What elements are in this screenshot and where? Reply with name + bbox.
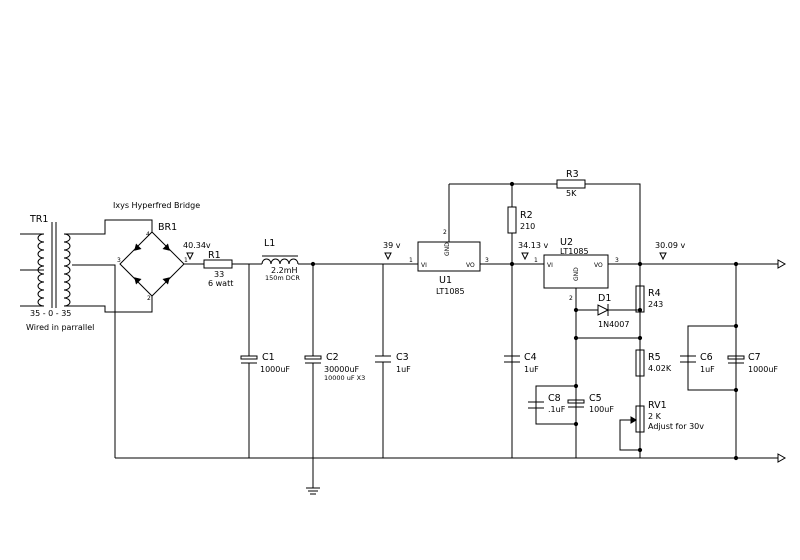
- u2-vi: VI: [547, 262, 553, 269]
- br1-pin1: 1: [184, 257, 188, 264]
- u1-ref: U1: [439, 275, 452, 286]
- tr1-value: 35 - 0 - 35: [30, 309, 71, 318]
- c1-value: 1000uF: [260, 365, 290, 374]
- voltage-30-09: 30.09 v: [655, 241, 685, 250]
- c6-value: 1uF: [700, 365, 715, 374]
- d1-value: 1N4007: [598, 320, 629, 329]
- rv1-note: Adjust for 30v: [648, 422, 704, 431]
- c2-value: 30000uF: [324, 365, 360, 374]
- r1-value2: 6 watt: [208, 279, 233, 288]
- capacitor-c5: C5 100uF: [567, 393, 614, 414]
- r5-value: 4.02K: [648, 364, 672, 373]
- u2-vo: VO: [594, 262, 603, 269]
- br1-pin2: 2: [147, 295, 151, 302]
- c1-ref: C1: [262, 352, 275, 363]
- capacitor-c4: C4 1uF: [504, 352, 539, 374]
- c5-ref: C5: [589, 393, 602, 404]
- d1-ref: D1: [598, 293, 611, 304]
- bridge-title: Ixys Hyperfred Bridge: [113, 201, 200, 210]
- br1-pin3: 3: [117, 257, 121, 264]
- capacitor-c8: C8 .1uF: [528, 393, 566, 414]
- u1-pin1: 1: [409, 257, 413, 264]
- r2-ref: R2: [520, 210, 533, 221]
- rv1-ref: RV1: [648, 400, 667, 411]
- tr1-ref: TR1: [29, 214, 48, 225]
- potentiometer-rv1: RV1 2 K Adjust for 30v: [619, 400, 704, 453]
- r1-value: 33: [214, 270, 224, 279]
- c3-ref: C3: [396, 352, 409, 363]
- u1-gnd: GND: [444, 242, 451, 256]
- resistor-r4: R4 243: [635, 285, 663, 313]
- u1-pin3: 3: [485, 257, 489, 264]
- capacitor-c1: C1 1000uF: [240, 264, 290, 458]
- resistor-r3: R3 5K: [556, 169, 586, 198]
- c6-ref: C6: [700, 352, 713, 363]
- c2-value2: 10000 uF X3: [324, 374, 365, 382]
- l1-value2: 150m DCR: [265, 274, 300, 282]
- c5-value: 100uF: [589, 405, 614, 414]
- u2-pin3: 3: [615, 257, 619, 264]
- r4-ref: R4: [648, 288, 661, 299]
- l1-value: 2.2mH: [271, 266, 298, 275]
- r5-ref: R5: [648, 352, 661, 363]
- bridge-br1: Ixys Hyperfred Bridge BR1 4 3 1 2: [113, 201, 200, 302]
- u2-pin2: 2: [569, 295, 573, 302]
- r2-value: 210: [520, 222, 535, 231]
- br1-pin4: 4: [146, 231, 150, 238]
- transformer-tr1: TR1 35 - 0 - 35 Wired in parrallel: [20, 214, 100, 332]
- diode-d1: D1 1N4007: [576, 293, 643, 329]
- u1-value: LT1085: [436, 287, 465, 296]
- c7-ref: C7: [748, 352, 761, 363]
- voltage-34-13: 34.13 v: [518, 241, 548, 250]
- r4-value: 243: [648, 300, 663, 309]
- capacitor-c7: C7 1000uF: [727, 352, 778, 374]
- l1-ref: L1: [264, 238, 275, 249]
- r3-ref: R3: [566, 169, 579, 180]
- capacitor-c2: C2 30000uF 10000 uF X3: [304, 261, 365, 458]
- u2-value: LT1085: [560, 247, 589, 256]
- r1-ref: R1: [208, 250, 221, 261]
- c4-value: 1uF: [524, 365, 539, 374]
- resistor-r2: R2 210: [507, 184, 535, 458]
- c3-value: 1uF: [396, 365, 411, 374]
- ground-symbol: [306, 458, 320, 495]
- resistor-r5: R5 4.02K: [635, 349, 672, 377]
- c7-value: 1000uF: [748, 365, 778, 374]
- c8-value: .1uF: [548, 405, 566, 414]
- u2-pin1: 1: [534, 257, 538, 264]
- c8-ref: C8: [548, 393, 561, 404]
- rv1-value: 2 K: [648, 412, 662, 421]
- voltage-40-34: 40.34v: [183, 241, 211, 250]
- c2-ref: C2: [326, 352, 339, 363]
- voltage-39: 39 v: [383, 241, 401, 250]
- capacitor-c3: C3 1uF: [375, 264, 411, 458]
- capacitor-c6: C6 1uF: [680, 352, 715, 374]
- c4-ref: C4: [524, 352, 537, 363]
- r3-value: 5K: [566, 189, 577, 198]
- u1-pin2: 2: [443, 229, 447, 236]
- inductor-l1: L1 2.2mH 150m DCR: [261, 238, 300, 282]
- resistor-r1: R1 33 6 watt: [203, 250, 233, 288]
- br1-ref: BR1: [158, 222, 177, 233]
- u1-vo: VO: [466, 262, 475, 269]
- u1-vi: VI: [421, 262, 427, 269]
- u2-gnd: GND: [573, 267, 580, 281]
- u2-ref: U2: [560, 237, 573, 248]
- tr1-note: Wired in parrallel: [26, 323, 94, 332]
